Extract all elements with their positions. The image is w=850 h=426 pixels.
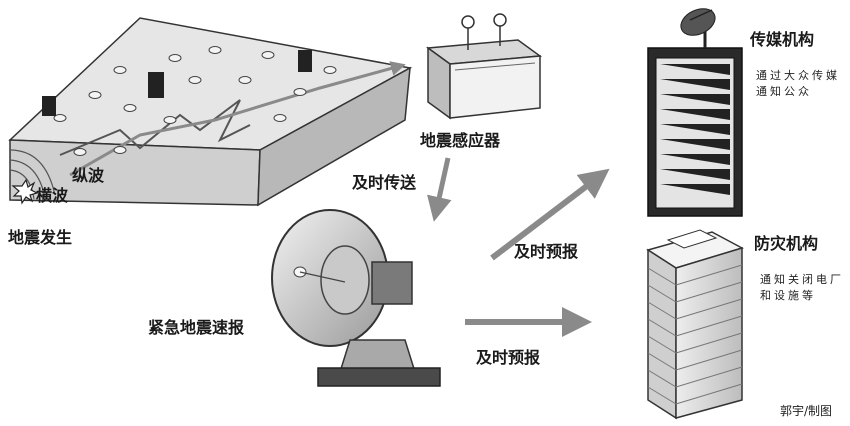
wave-arc: [9, 159, 46, 199]
earthquake-occurs-label: 地震发生: [8, 228, 73, 247]
radar-dish-icon: [271, 209, 441, 387]
longitudinal-wave-label: 纵波: [72, 166, 105, 185]
wave-arc: [9, 169, 35, 200]
timely-transmit-label: 及时传送: [352, 173, 417, 192]
timely-forecast-lower-label: 及时预报: [476, 348, 541, 367]
transmit-arrow: [427, 157, 452, 222]
ground-side-face: [257, 66, 411, 207]
ground-block: [8, 17, 413, 207]
station-box-icons: [42, 50, 312, 116]
forecast-arrow-upper: [490, 168, 610, 261]
seismic-sensor-label: 地震感应器: [420, 131, 501, 150]
media-org-label: 传媒机构: [750, 30, 815, 49]
fault-crack: [59, 99, 251, 156]
ground-sensor-dots: [53, 46, 337, 156]
media-desc-text: 通过大众传媒通知公众: [756, 69, 840, 98]
timely-forecast-upper-label: 及时预报: [514, 242, 579, 261]
disaster-org-label: 防灾机构: [754, 234, 819, 253]
media-tower-icon: [647, 8, 743, 217]
transverse-wave-label: 横波: [36, 186, 69, 205]
disaster-desc-text: 通知关闭电厂和设施等: [760, 273, 844, 302]
emergency-bulletin-label: 紧急地震速报: [148, 318, 245, 337]
credit-text: 郭宇/制图: [780, 404, 833, 418]
seismic-sensor-icon: [425, 13, 543, 120]
wave-arc: [9, 149, 56, 196]
disaster-building-icon: [646, 229, 744, 420]
epicenter-burst-icon: [11, 178, 39, 205]
